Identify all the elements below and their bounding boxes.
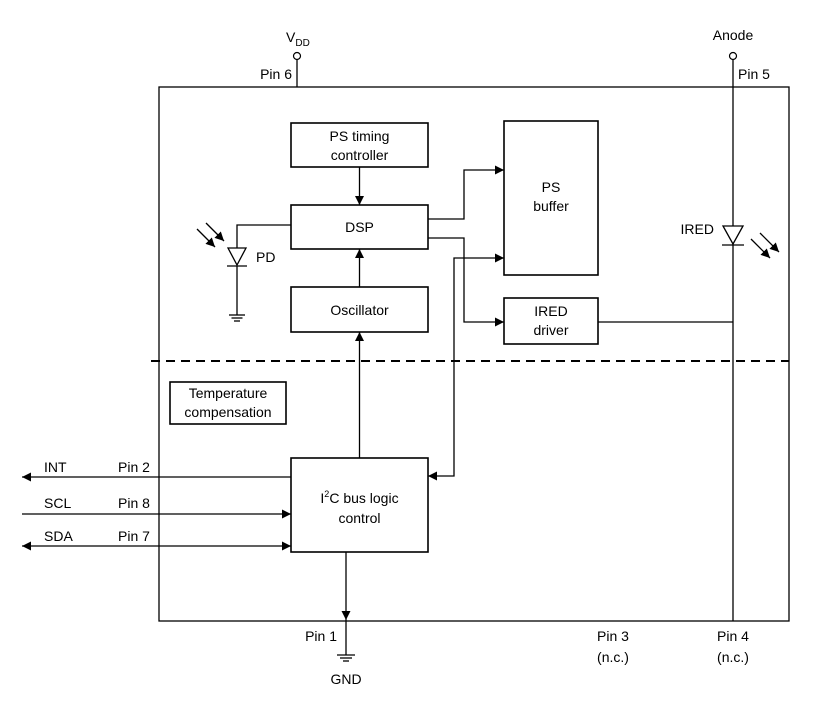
int-label: INT <box>44 459 67 475</box>
ired-diode-icon <box>721 225 745 246</box>
ired-driver-line1: IRED <box>534 303 567 319</box>
oscillator-label: Oscillator <box>330 302 389 318</box>
pin7-label: Pin 7 <box>118 528 150 544</box>
ired-driver-block <box>503 297 599 345</box>
ps-timing-line2: controller <box>331 147 389 163</box>
scl-label: SCL <box>44 495 71 511</box>
temperature-line2: compensation <box>184 404 271 420</box>
pin3-label: Pin 3 <box>597 628 629 644</box>
pin4-label: Pin 4 <box>717 628 749 644</box>
vdd-label: VDD <box>286 29 310 49</box>
pin1-label: Pin 1 <box>305 628 337 644</box>
pd-ground-icon <box>229 314 245 322</box>
sda-label: SDA <box>44 528 73 544</box>
pin2-label: Pin 2 <box>118 459 150 475</box>
i2c-line1: I2C bus logic <box>320 489 398 506</box>
vdd-terminal-icon <box>292 51 302 61</box>
ired-driver-line2: driver <box>533 322 568 338</box>
anode-label: Anode <box>713 27 754 43</box>
gnd-label: GND <box>330 671 361 687</box>
ps-buffer-line1: PS <box>542 179 561 195</box>
pin4-note: (n.c.) <box>717 649 749 665</box>
ps-timing-line1: PS timing <box>330 128 390 144</box>
pin6-label: Pin 6 <box>260 66 292 82</box>
dsp-label: DSP <box>345 219 374 235</box>
pin3-note: (n.c.) <box>597 649 629 665</box>
pin8-label: Pin 8 <box>118 495 150 511</box>
dsp-to-buffer-arrow <box>428 165 504 220</box>
ps-timing-controller-block <box>290 122 429 168</box>
i2c-buffer-bus-arrow <box>428 253 504 481</box>
i2c-line2: control <box>338 510 380 526</box>
ired-light-out-icon <box>750 232 780 259</box>
anode-terminal-icon <box>728 51 738 61</box>
dsp-to-ired-driver-arrow <box>428 237 504 327</box>
ired-label: IRED <box>681 221 714 237</box>
oscillator-block <box>290 286 429 333</box>
ps-buffer-block <box>503 120 599 276</box>
i2c-bus-logic-block <box>290 457 429 553</box>
temperature-line1: Temperature <box>189 385 268 401</box>
pd-label: PD <box>256 249 275 265</box>
pd-light-in-icon <box>196 222 225 248</box>
temperature-compensation-block <box>169 381 287 425</box>
gnd-ground-icon <box>337 654 355 662</box>
pin5-label: Pin 5 <box>738 66 770 82</box>
pd-diode-icon <box>226 247 248 267</box>
chip-outline <box>158 86 790 622</box>
pd-to-dsp-line <box>236 224 291 248</box>
ps-buffer-line2: buffer <box>533 198 569 214</box>
